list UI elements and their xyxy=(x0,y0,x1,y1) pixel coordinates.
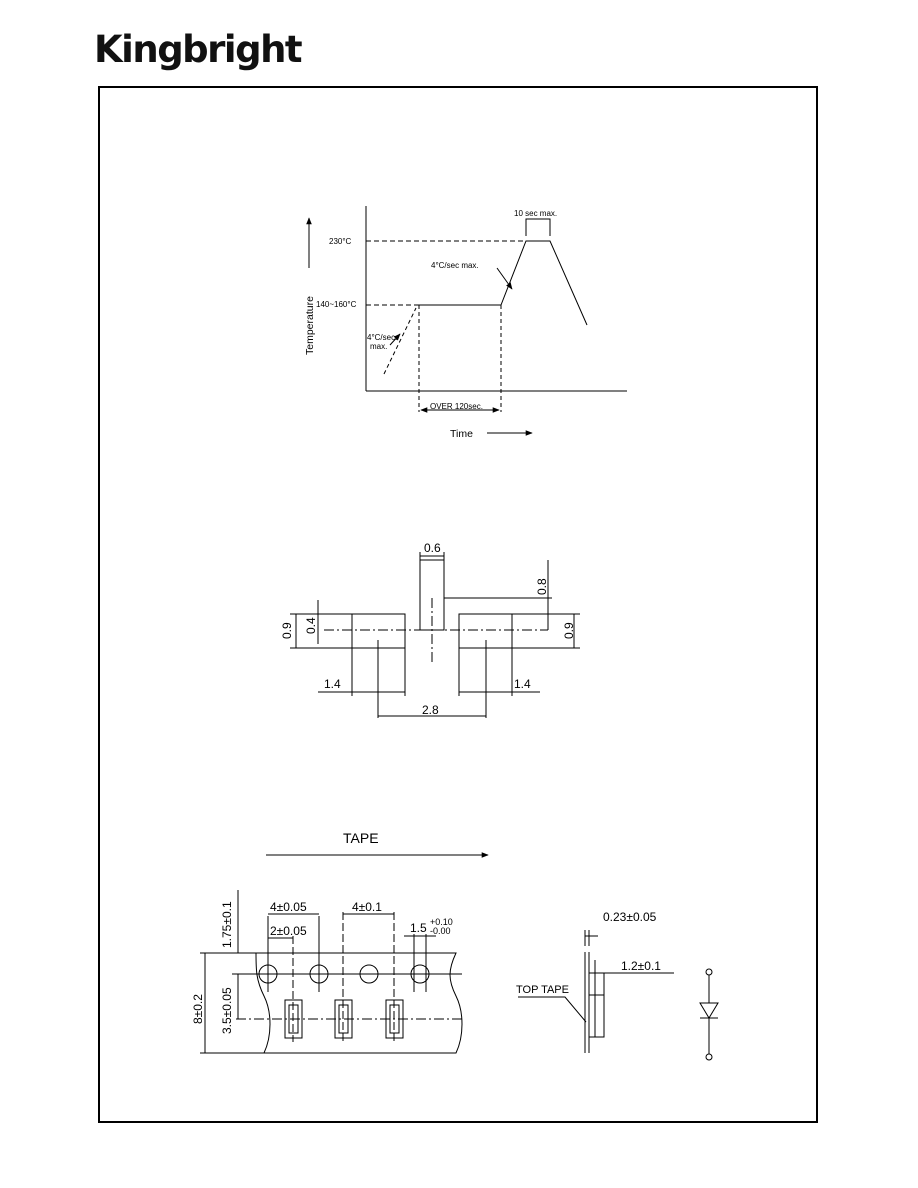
peak-duration-bracket xyxy=(525,218,551,236)
lower-ramp-leader xyxy=(389,333,401,346)
dim-hole-dia-tol-plus: +0.10 xyxy=(430,917,453,927)
dim-left-pad: 1.4 xyxy=(324,677,341,691)
tape-body xyxy=(255,952,463,1054)
lower-ramp-label-2: max. xyxy=(370,342,387,351)
peak-temp-label: 230°C xyxy=(329,237,352,246)
dim-tape-thickness: 0.23±0.05 xyxy=(603,910,657,924)
dim-hole-pitch: 4±0.05 xyxy=(270,900,307,914)
side-pocket xyxy=(594,994,605,1038)
pad-layout-drawing xyxy=(290,552,580,718)
preheat-duration-label: OVER 120sec. xyxy=(430,402,483,411)
dim-pocket-depth: 1.2±0.1 xyxy=(621,959,661,973)
brand-logo: Kingbright xyxy=(94,28,303,71)
dim-hole-dia: 1.5 xyxy=(410,921,427,935)
peak-duration-label: 10 sec max. xyxy=(514,209,557,218)
dim-left-height: 0.9 xyxy=(280,622,294,639)
profile-curve xyxy=(419,240,588,326)
initial-ramp-dashed xyxy=(383,307,417,375)
dim-right-pad: 1.4 xyxy=(514,677,531,691)
reflow-profile-chart xyxy=(306,206,627,436)
dim-tape-width: 8±0.2 xyxy=(191,994,205,1024)
cathode-terminal-icon xyxy=(705,1053,713,1061)
dim-top-width: 0.6 xyxy=(424,541,441,555)
dim-span: 2.8 xyxy=(422,703,439,717)
top-tape-leader xyxy=(518,996,587,1023)
dim-left-inner: 0.4 xyxy=(304,617,318,634)
dim-pocket-pitch: 4±0.1 xyxy=(352,900,382,914)
preheat-temp-label: 140~160°C xyxy=(316,300,357,309)
lower-ramp-label-1: 4°C/sec. xyxy=(367,333,397,342)
upper-ramp-leader xyxy=(496,267,513,290)
x-axis-label: Time xyxy=(450,428,473,440)
dim-half-pitch: 2±0.05 xyxy=(270,924,307,938)
dim-hole-to-pocket: 3.5±0.05 xyxy=(220,987,234,1034)
y-axis-label: Temperature xyxy=(304,296,316,355)
tape-title: TAPE xyxy=(343,830,379,846)
dim-top-height: 0.8 xyxy=(535,578,549,595)
drawing-frame xyxy=(98,86,818,1123)
tape-drawing xyxy=(200,890,719,1061)
dim-edge-to-hole: 1.75±0.1 xyxy=(220,901,234,948)
dim-right-height: 0.9 xyxy=(562,622,576,639)
top-tape-label: TOP TAPE xyxy=(516,984,569,996)
diode-triangle-icon xyxy=(699,1002,719,1019)
anode-terminal-icon xyxy=(705,968,713,976)
dim-hole-dia-tol-minus: -0.00 xyxy=(430,926,451,936)
upper-ramp-label: 4°C/sec max. xyxy=(431,261,479,270)
